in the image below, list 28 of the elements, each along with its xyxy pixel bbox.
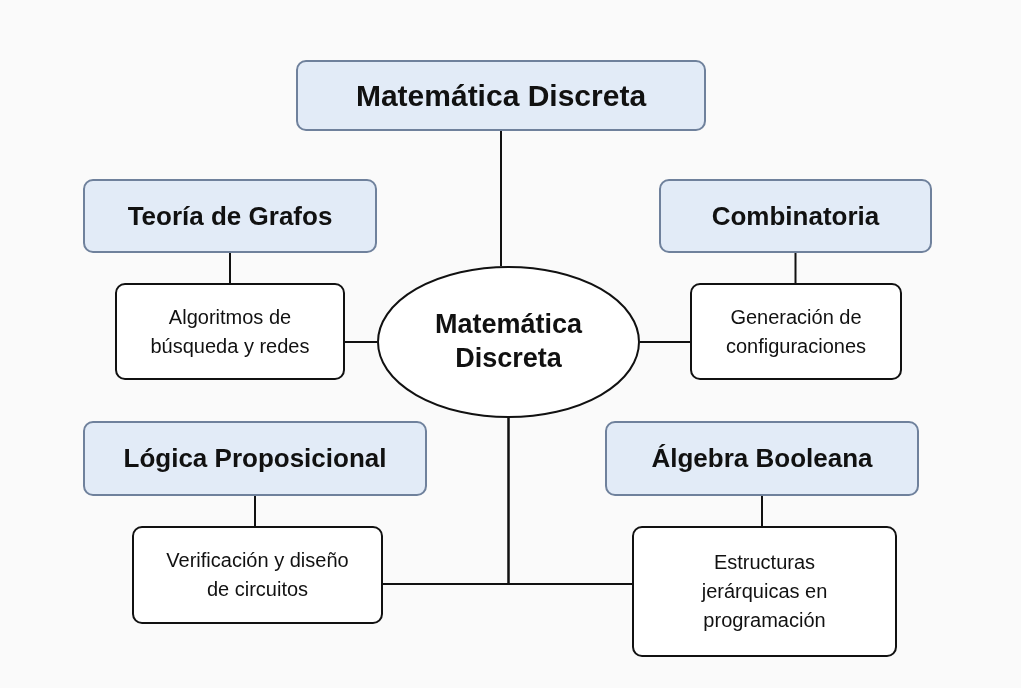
connector-line [254, 495, 256, 527]
node-text: Algoritmos de búsqueda y redes [149, 304, 311, 359]
node-text: Combinatoria [711, 200, 880, 232]
heading-box [659, 179, 932, 253]
heading-box [605, 421, 919, 496]
node-text: Matemática Discreta [433, 308, 584, 375]
connector-line [507, 417, 633, 585]
connector-line [639, 341, 691, 343]
connector-line [344, 341, 378, 343]
heading-box [83, 179, 377, 253]
node-text: Verificación y diseño de circuitos [165, 548, 350, 602]
node-text: Álgebra Booleana [651, 443, 873, 474]
node-text: Teoría de Grafos [127, 200, 333, 232]
detail-box [690, 283, 902, 380]
node-text: Estructuras jerárquicas en programación [700, 550, 829, 633]
node-text: Generación de configuraciones [724, 304, 868, 359]
topic-ellipse [377, 266, 640, 418]
detail-box [132, 526, 383, 624]
detail-box [115, 283, 345, 380]
heading-box [83, 421, 427, 496]
detail-box [632, 526, 897, 657]
connector-line [229, 252, 231, 284]
heading-box [296, 60, 706, 131]
connector-line [761, 495, 763, 527]
connector-line [794, 252, 797, 284]
node-text: Lógica Proposicional [123, 443, 387, 474]
node-text: Matemática Discreta [355, 78, 647, 113]
connector-line [500, 130, 502, 267]
